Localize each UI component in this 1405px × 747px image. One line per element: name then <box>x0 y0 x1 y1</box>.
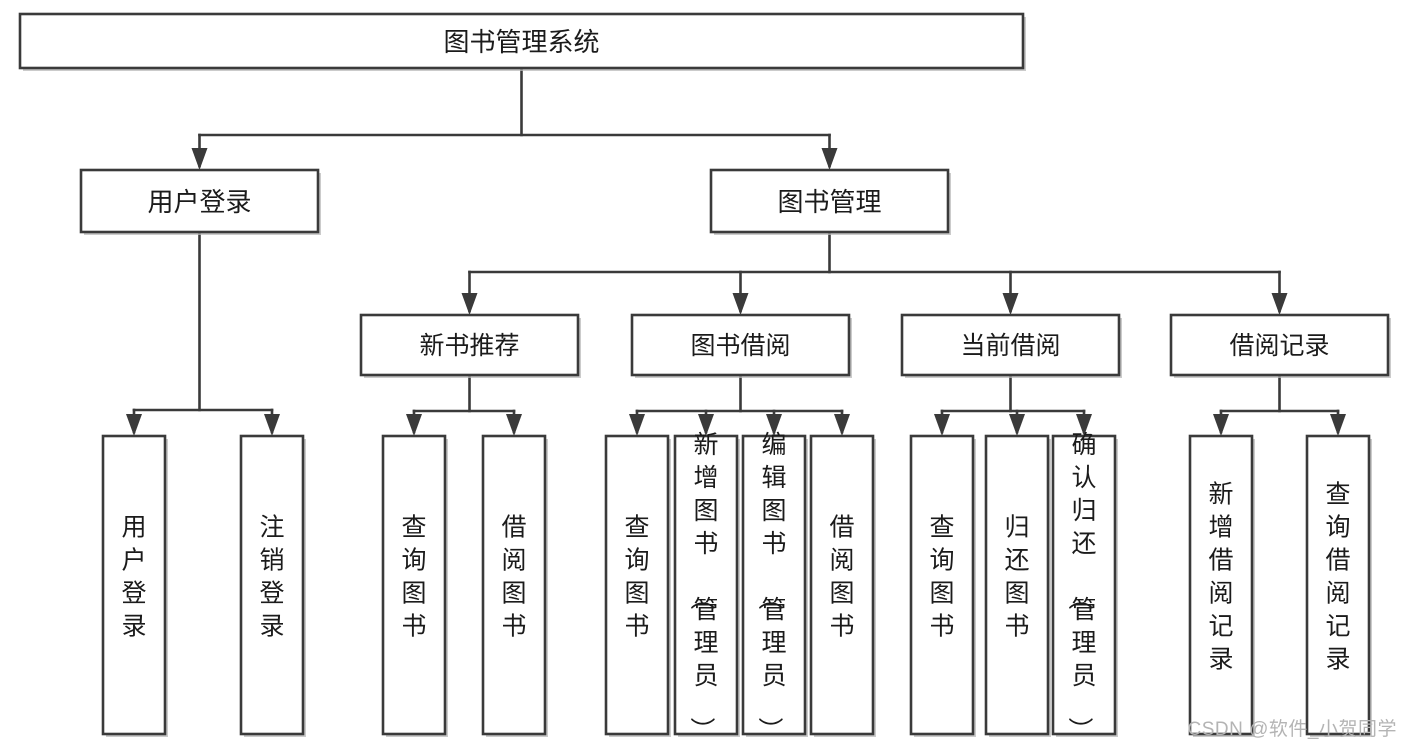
node-label: 用户登录 <box>147 187 251 217</box>
node-label: 借阅记录 <box>1229 332 1329 360</box>
node-leaf-query-book-2[interactable]: 查询图书 <box>604 434 671 737</box>
node-label: 借阅图书 <box>829 514 854 641</box>
node-label: 新增借阅记录 <box>1208 481 1233 674</box>
node-current-borrow[interactable]: 当前借阅 <box>900 313 1122 378</box>
node-leaf-edit-book[interactable]: 编辑图书（管理员） <box>741 431 808 742</box>
node-user-login[interactable]: 用户登录 <box>79 168 321 235</box>
node-label: 当前借阅 <box>960 332 1060 360</box>
node-label: 图书管理 <box>777 187 881 217</box>
node-leaf-query-book-1[interactable]: 查询图书 <box>381 434 448 737</box>
node-label: 归还图书 <box>1004 514 1029 641</box>
node-label: 查询图书 <box>624 514 649 641</box>
node-borrow-record[interactable]: 借阅记录 <box>1169 313 1391 378</box>
node-label: 编辑图书（管理员） <box>755 431 786 742</box>
node-leaf-logout[interactable]: 注销登录 <box>239 434 306 737</box>
node-leaf-borrow-book-2[interactable]: 借阅图书 <box>809 434 876 737</box>
node-leaf-add-record[interactable]: 新增借阅记录 <box>1188 434 1255 737</box>
node-label: 查询借阅记录 <box>1325 481 1350 674</box>
node-label: 用户登录 <box>121 514 146 641</box>
node-leaf-add-book[interactable]: 新增图书（管理员） <box>673 431 740 742</box>
node-leaf-confirm-return[interactable]: 确认归还（管理员） <box>1051 431 1118 742</box>
node-label: 查询图书 <box>401 514 426 641</box>
node-book-borrow[interactable]: 图书借阅 <box>630 313 852 378</box>
node-root-图书管理系统[interactable]: 图书管理系统 <box>18 12 1026 71</box>
node-label: 借阅图书 <box>501 514 526 641</box>
node-label: 图书管理系统 <box>443 27 599 57</box>
node-leaf-query-book-3[interactable]: 查询图书 <box>909 434 976 737</box>
node-book-manage[interactable]: 图书管理 <box>709 168 951 235</box>
node-label: 确认归还（管理员） <box>1065 431 1096 742</box>
node-label: 新书推荐 <box>419 332 519 360</box>
node-label: 图书借阅 <box>690 332 790 360</box>
node-label: 注销登录 <box>259 514 284 641</box>
node-label: 查询图书 <box>929 514 954 641</box>
node-leaf-query-record[interactable]: 查询借阅记录 <box>1305 434 1372 737</box>
node-leaf-return-book[interactable]: 归还图书 <box>984 434 1051 737</box>
node-new-book-rec[interactable]: 新书推荐 <box>359 313 581 378</box>
node-label: 新增图书（管理员） <box>687 431 718 742</box>
node-leaf-borrow-book-1[interactable]: 借阅图书 <box>481 434 548 737</box>
node-leaf-user-login[interactable]: 用户登录 <box>101 434 168 737</box>
